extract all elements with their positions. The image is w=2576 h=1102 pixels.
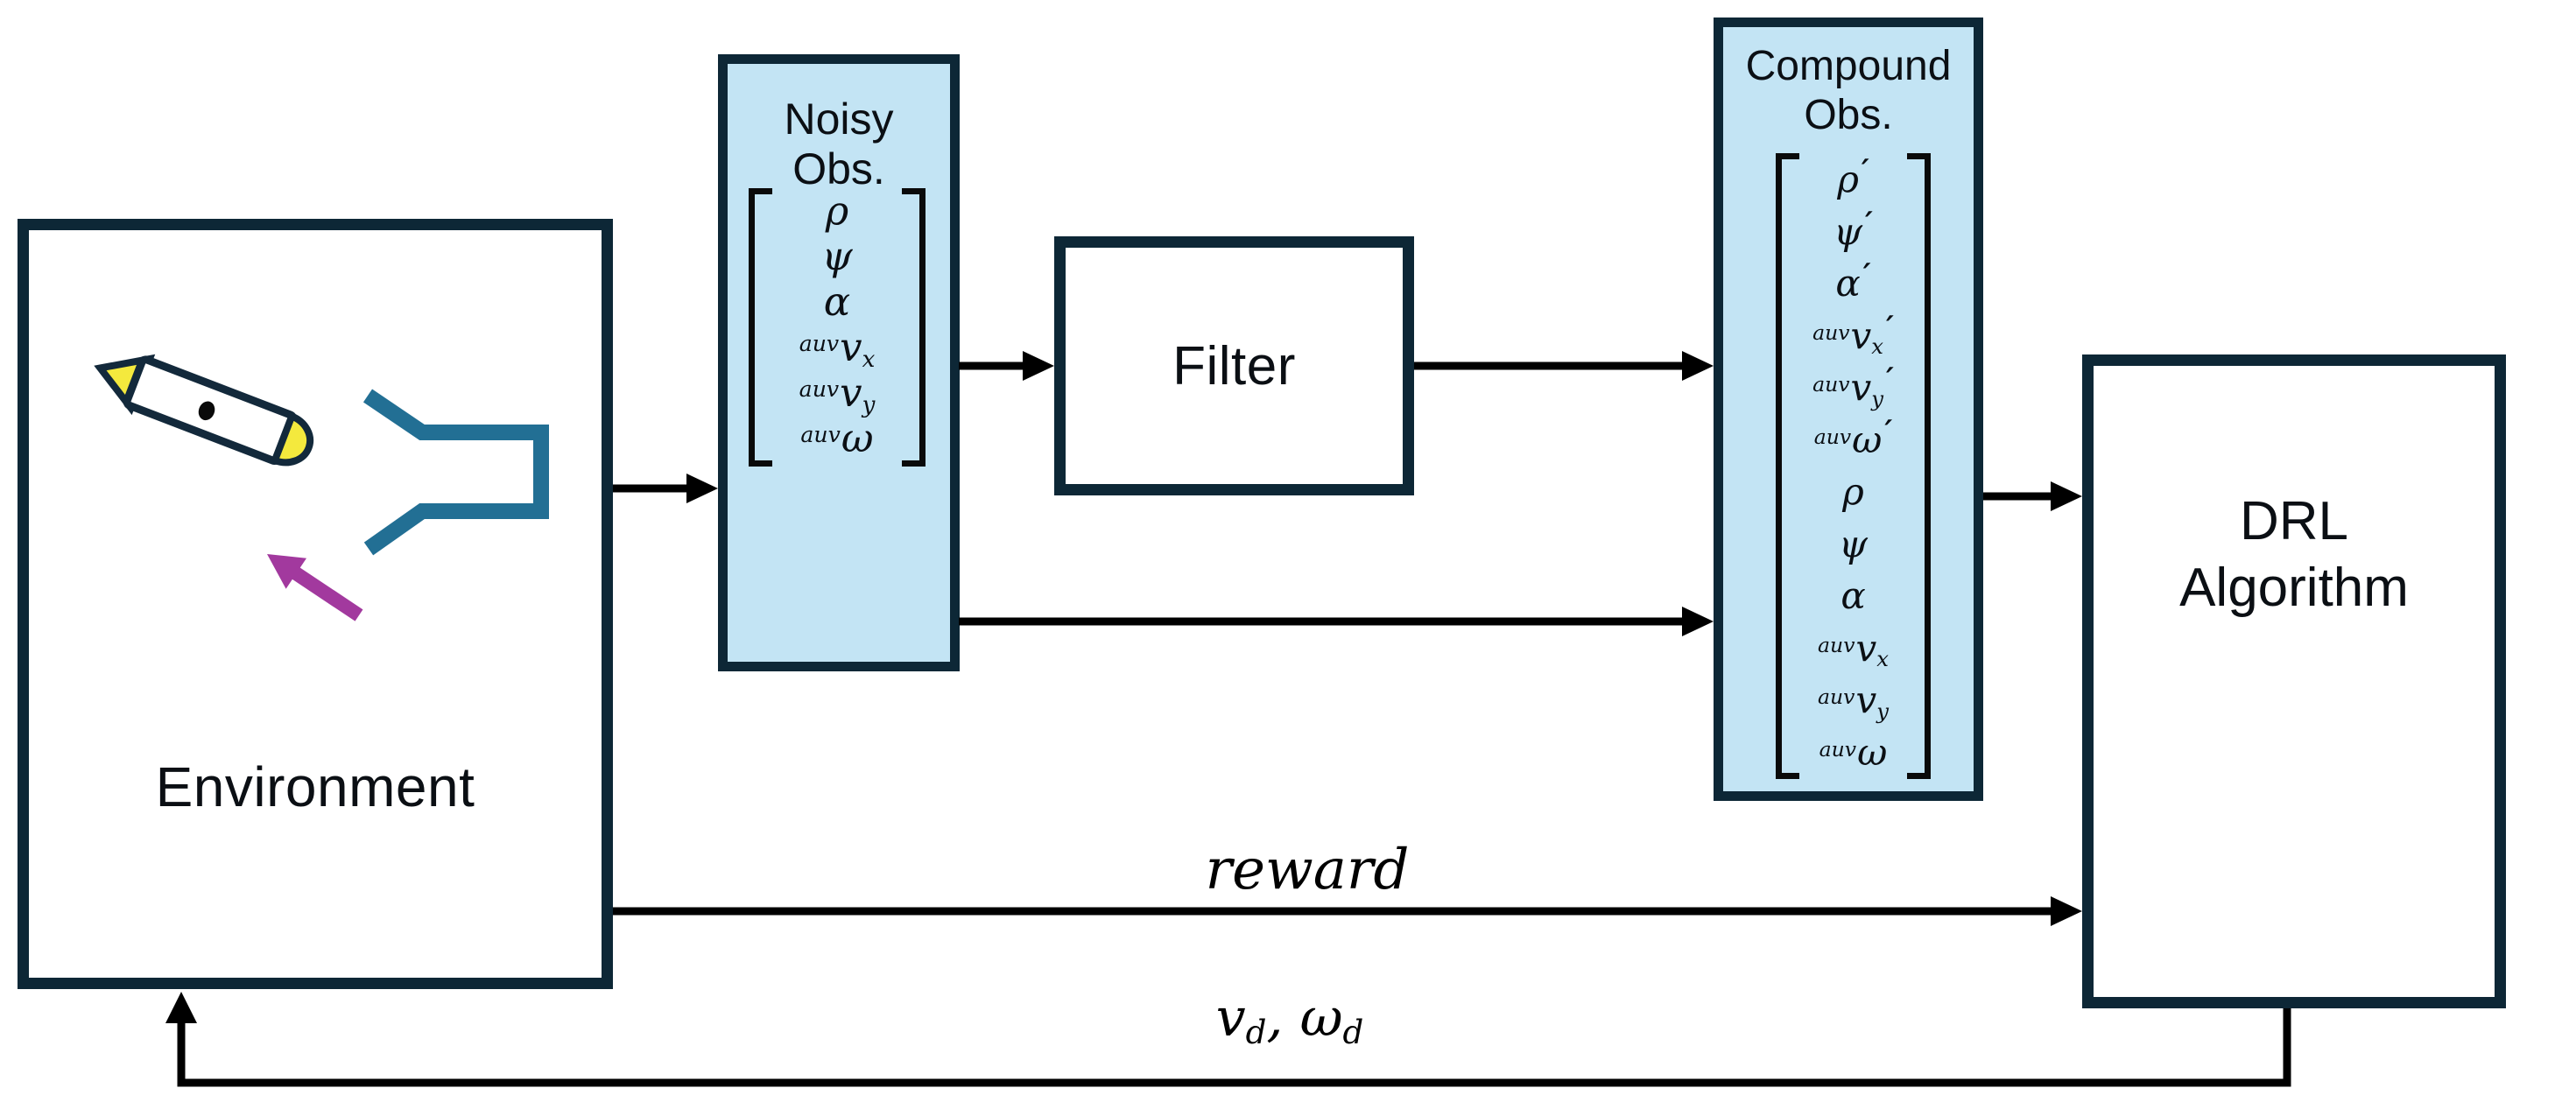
- compound-obs-title-line2: Obs.: [1804, 92, 1893, 138]
- vector-entry: ρ: [1842, 470, 1864, 513]
- compound-obs-box: Compound Obs. ρ′ ψ′ α′ auvvx′ auvvy′ auv…: [1714, 18, 1983, 801]
- vector-entry: α: [823, 278, 851, 325]
- vector-entry: auvvy′: [1812, 361, 1894, 411]
- reward-edge-label: reward: [1205, 838, 1410, 902]
- vector-entry: ρ: [825, 187, 849, 234]
- edge-compound-obs-to-drl: [1983, 481, 2082, 511]
- drl-label-line2: Algorithm: [2179, 558, 2409, 618]
- vector-entry: ψ: [1839, 522, 1868, 565]
- environment-box: Environment: [18, 219, 613, 989]
- action-edge-label: vd, ωd: [1027, 987, 1552, 1052]
- drl-label-line1: DRL: [2239, 491, 2349, 551]
- vector-entry: α: [1841, 574, 1866, 617]
- vector-entry: auvvx′: [1812, 308, 1894, 360]
- vector-entry: auvvx: [1818, 626, 1889, 672]
- vector-entry: auvvy: [799, 369, 876, 419]
- drl-algorithm-label: DRL Algorithm: [2094, 488, 2495, 621]
- edge-noisy-obs-to-filter: [959, 351, 1054, 381]
- filter-label: Filter: [1172, 335, 1296, 397]
- noisy-obs-title-line1: Noisy: [784, 95, 894, 144]
- vector-entry: auvvx: [799, 324, 876, 374]
- vector-entry: auvvy: [1818, 678, 1889, 724]
- noisy-obs-box: Noisy Obs. ρ ψ α auvvx auvvy auvω: [718, 54, 960, 671]
- filter-box: Filter: [1054, 236, 1414, 495]
- edge-noisy-obs-to-compound-obs: [959, 607, 1714, 636]
- vector-entry: α′: [1835, 256, 1871, 305]
- action-omega-subscript: d: [1342, 1013, 1364, 1052]
- compound-obs-title: Compound Obs.: [1723, 42, 1974, 140]
- vector-entry: ψ: [821, 233, 853, 279]
- noisy-obs-title-line2: Obs.: [792, 144, 885, 193]
- edge-environment-to-noisy-obs: [613, 474, 718, 503]
- action-comma: ,: [1266, 987, 1300, 1049]
- compound-obs-title-line1: Compound: [1745, 43, 1952, 89]
- compound-obs-vector: ρ′ ψ′ α′ auvvx′ auvvy′ auvω′ ρ ψ α auvvx…: [1776, 152, 1931, 779]
- vector-entry: ρ′: [1837, 152, 1869, 200]
- environment-label: Environment: [155, 755, 475, 818]
- edge-filter-to-compound-obs: [1414, 351, 1714, 381]
- noisy-obs-vector: ρ ψ α auvvx auvvy auvω: [749, 188, 926, 467]
- drl-algorithm-box: DRL Algorithm: [2082, 354, 2506, 1008]
- noisy-obs-title: Noisy Obs.: [728, 95, 950, 194]
- vector-entry: auvω: [800, 415, 874, 461]
- vector-entry: auvω: [1819, 730, 1888, 774]
- action-omega: ω: [1299, 987, 1343, 1049]
- vector-entry: ψ′: [1833, 204, 1873, 253]
- action-v-subscript: d: [1245, 1013, 1267, 1052]
- action-v: v: [1215, 987, 1246, 1049]
- vector-entry: auvω′: [1813, 412, 1893, 461]
